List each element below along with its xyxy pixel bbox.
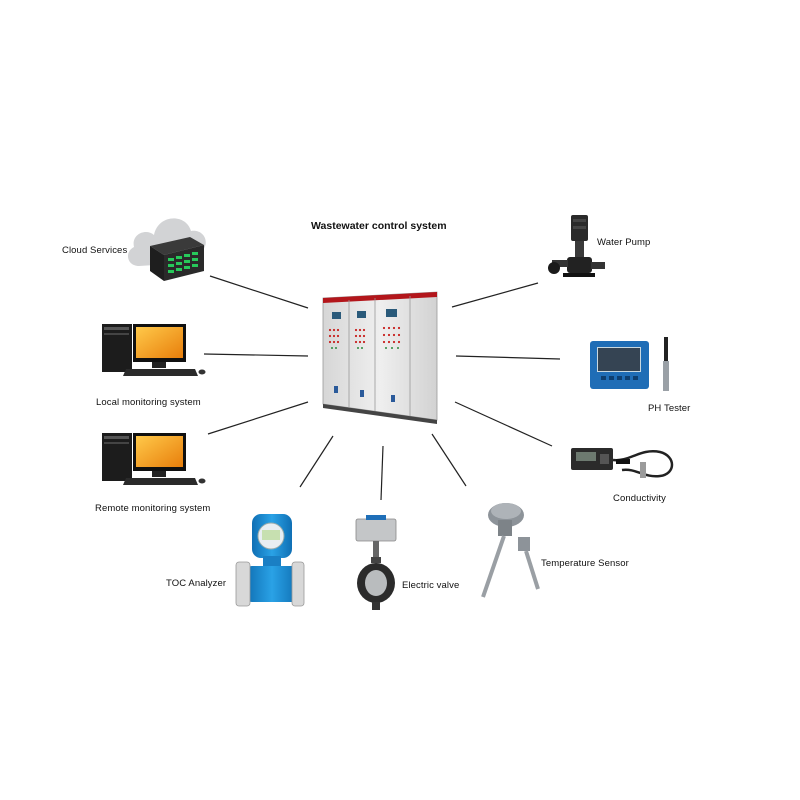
conductivity-label: Conductivity bbox=[613, 493, 666, 504]
toc-analyzer-label: TOC Analyzer bbox=[166, 578, 227, 589]
connector-remote bbox=[207, 401, 309, 435]
electric-valve-label: Electric valve bbox=[402, 580, 460, 591]
flowmeter-icon bbox=[235, 514, 305, 607]
temperature-sensor-label: Temperature Sensor bbox=[541, 558, 629, 569]
thermocouple-icon bbox=[481, 503, 540, 598]
control-cabinet-icon bbox=[322, 291, 438, 424]
ph-tester-label: PH Tester bbox=[648, 403, 691, 414]
connector-valve bbox=[380, 445, 384, 501]
remote-monitoring-label: Remote monitoring system bbox=[95, 503, 211, 514]
water-pump-label: Water Pump bbox=[597, 237, 651, 248]
connector-pump bbox=[451, 282, 539, 308]
desktop-computer-icon bbox=[102, 324, 206, 376]
local-monitoring-label: Local monitoring system bbox=[96, 397, 201, 408]
desktop-computer-icon bbox=[102, 433, 206, 485]
connector-local bbox=[203, 353, 309, 357]
connector-temp bbox=[431, 433, 467, 487]
connector-cloud bbox=[209, 275, 309, 309]
water-pump-icon bbox=[548, 215, 605, 277]
cloud-services-label: Cloud Services bbox=[62, 245, 128, 256]
ph-meter-icon bbox=[590, 337, 669, 391]
connector-conductivity bbox=[454, 401, 553, 447]
cloud-server-icon bbox=[127, 218, 206, 281]
connector-lines bbox=[203, 275, 561, 501]
conductivity-meter-icon bbox=[571, 448, 674, 478]
butterfly-valve-icon bbox=[355, 515, 397, 610]
diagram-title: Wastewater control system bbox=[311, 220, 447, 232]
connector-toc bbox=[299, 435, 334, 488]
connector-ph bbox=[455, 355, 561, 360]
